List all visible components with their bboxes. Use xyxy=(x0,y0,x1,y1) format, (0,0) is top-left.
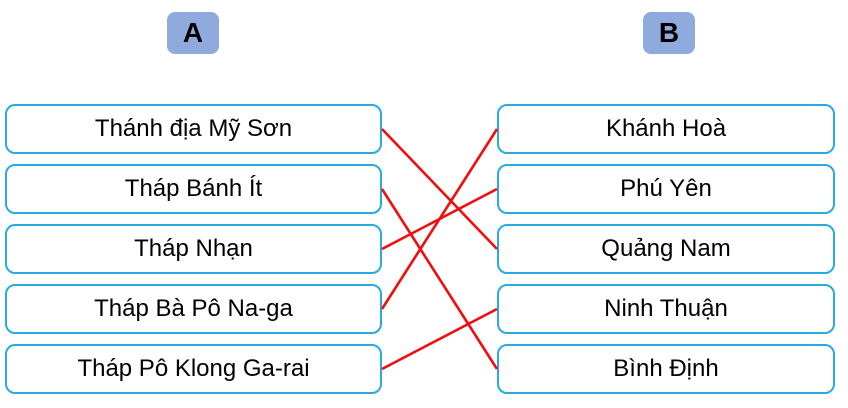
column-b-item-2[interactable]: Phú Yên xyxy=(497,164,835,214)
match-line xyxy=(380,128,499,310)
match-line xyxy=(380,188,499,370)
match-line xyxy=(381,187,498,251)
column-b-item-3[interactable]: Quảng Nam xyxy=(497,224,835,274)
column-a-item-3[interactable]: Tháp Nhạn xyxy=(5,224,382,274)
column-a-item-5[interactable]: Tháp Pô Klong Ga-rai xyxy=(5,344,382,394)
match-line xyxy=(381,307,498,371)
column-b-item-4[interactable]: Ninh Thuận xyxy=(497,284,835,334)
column-b-item-1[interactable]: Khánh Hoà xyxy=(497,104,835,154)
column-a-item-1[interactable]: Thánh địa Mỹ Sơn xyxy=(5,104,382,154)
column-a-header: A xyxy=(167,12,219,54)
column-a: Thánh địa Mỹ Sơn Tháp Bánh Ít Tháp Nhạn … xyxy=(5,104,382,394)
column-b-header: B xyxy=(643,12,695,54)
match-line xyxy=(381,128,498,250)
column-b-item-5[interactable]: Bình Định xyxy=(497,344,835,394)
column-a-item-4[interactable]: Tháp Bà Pô Na-ga xyxy=(5,284,382,334)
column-b: Khánh Hoà Phú Yên Quảng Nam Ninh Thuận B… xyxy=(497,104,835,394)
column-a-item-2[interactable]: Tháp Bánh Ít xyxy=(5,164,382,214)
